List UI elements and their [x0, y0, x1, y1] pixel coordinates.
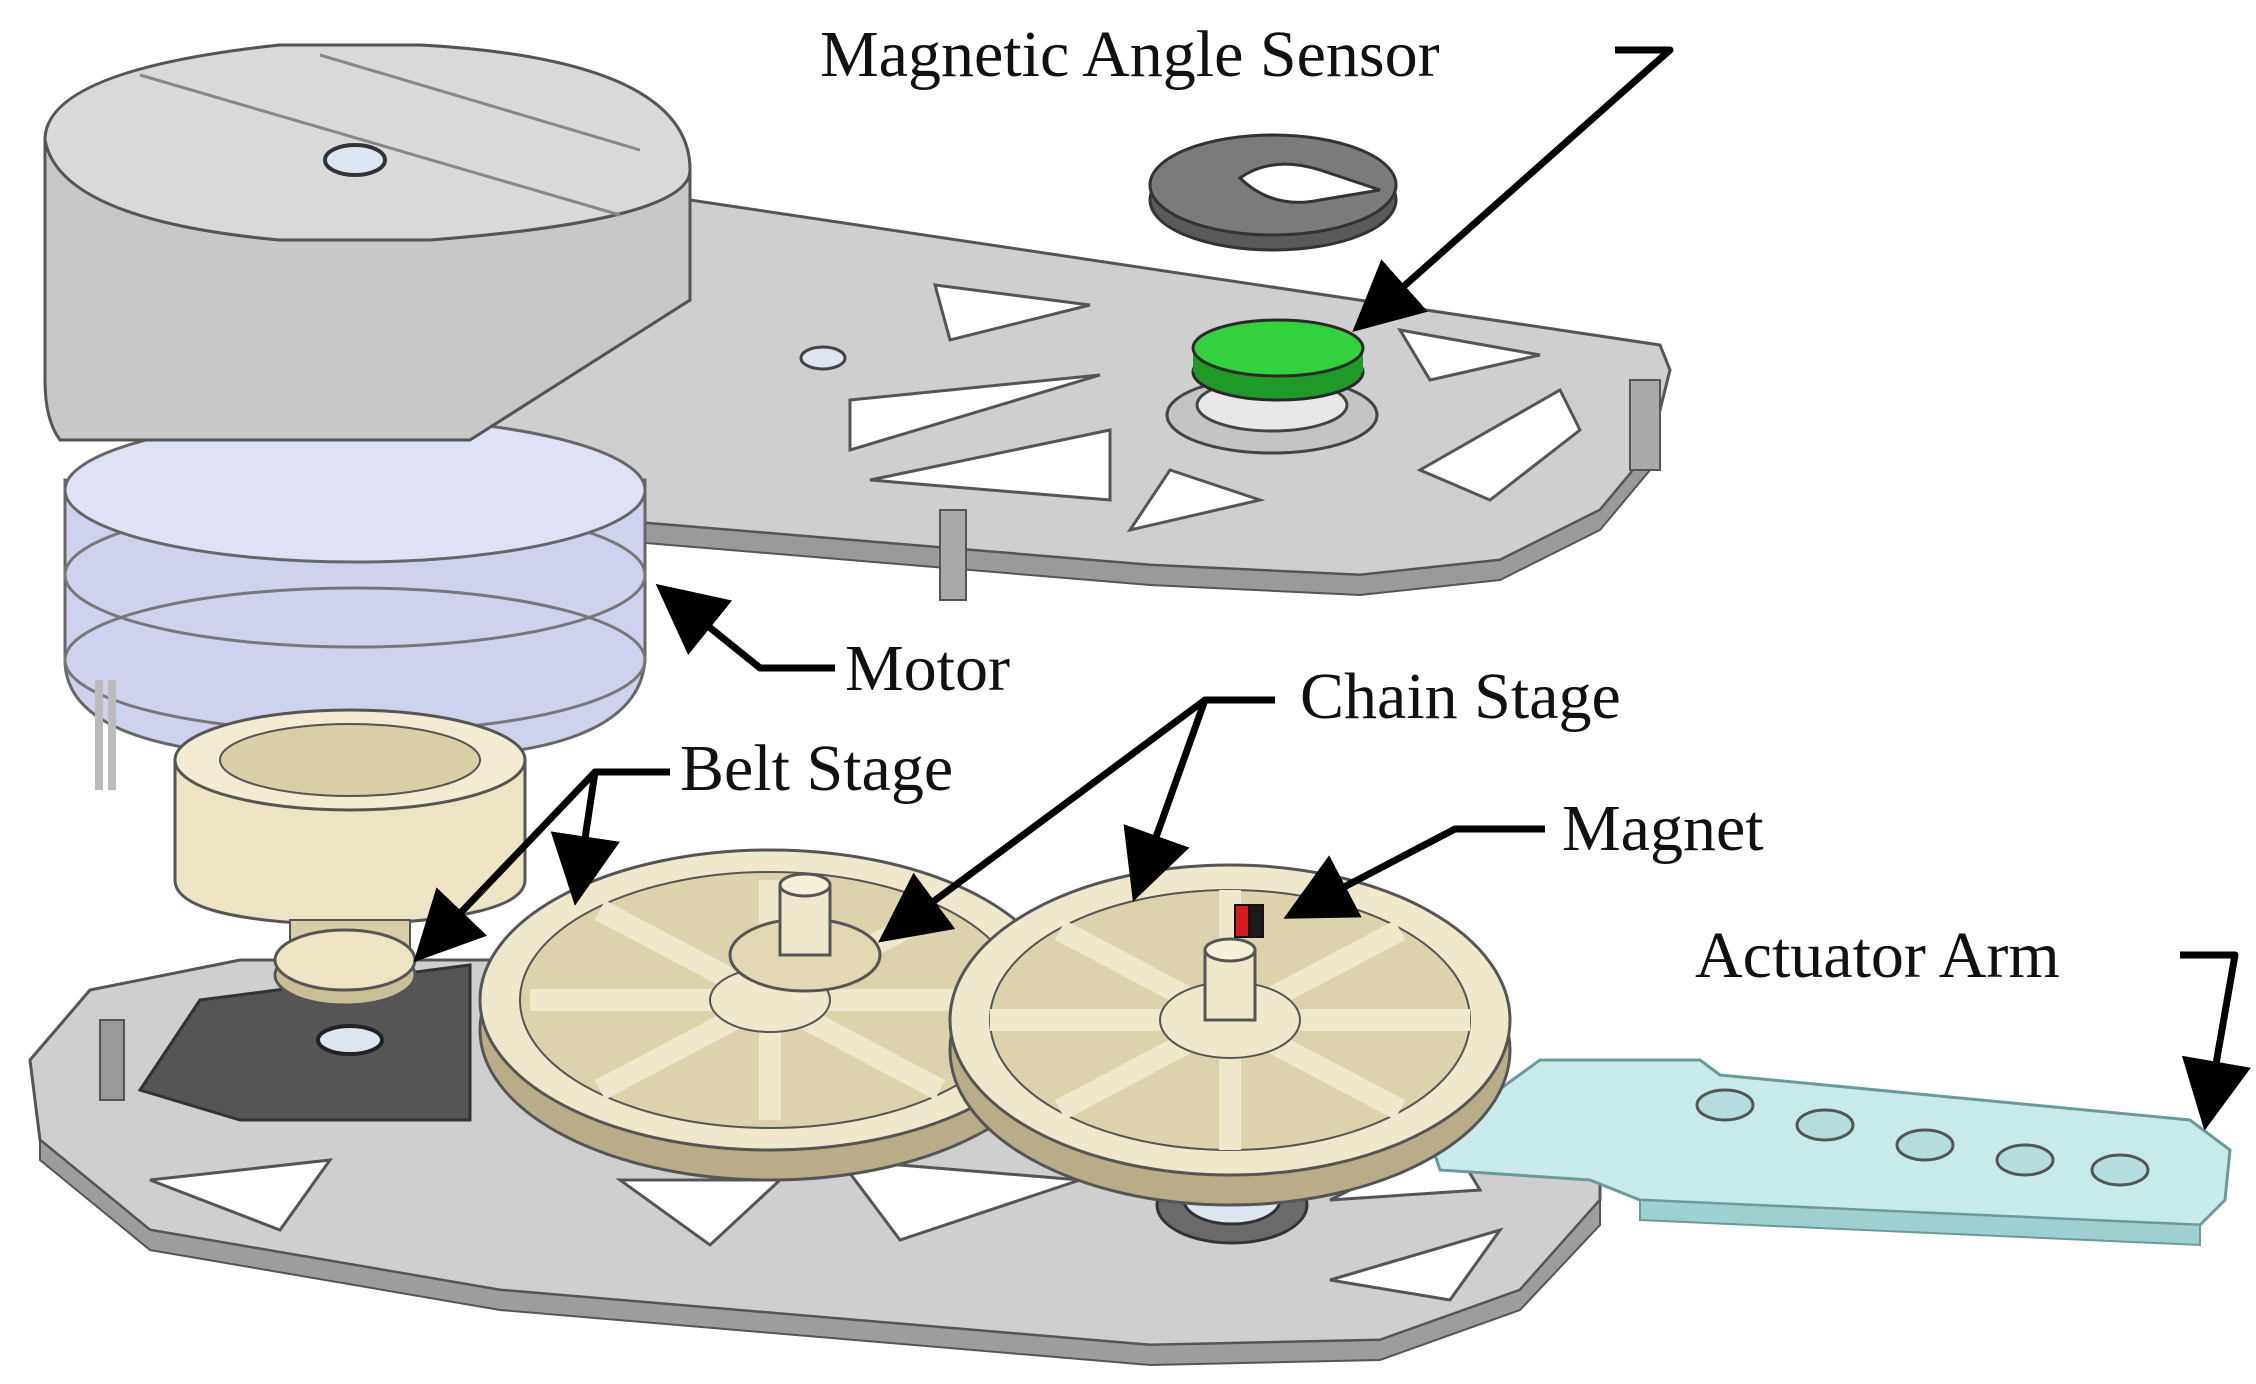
leader-magnetic-angle-sensor: [1352, 46, 1674, 332]
magnet: [1234, 904, 1264, 938]
magnetic-angle-sensor-disc: [1191, 318, 1365, 402]
label-motor: Motor: [845, 632, 1010, 705]
leader-magnet: [1283, 825, 1545, 919]
label-chain-stage: Chain Stage: [1300, 660, 1621, 733]
sensor-cover-ring: [1148, 133, 1398, 252]
leader-belt-stage: [413, 768, 670, 963]
leader-actuator-arm: [2180, 951, 2251, 1131]
label-magnet: Magnet: [1562, 792, 1764, 865]
upper-housing-plate: [428, 198, 1672, 601]
motor-pulley: [173, 708, 527, 966]
label-magnetic-angle-sensor: Magnetic Angle Sensor: [820, 18, 1440, 91]
leader-motor: [655, 583, 835, 672]
motor-stator: [63, 416, 647, 790]
actuator-arm: [1428, 1058, 2232, 1247]
chain-stage-small-sprocket: [728, 872, 882, 993]
chain-stage-large-sprocket: [948, 863, 1512, 1207]
label-actuator-arm: Actuator Arm: [1695, 919, 2060, 992]
motor-housing: [43, 43, 692, 442]
leader-chain-stage: [878, 696, 1275, 943]
label-belt-stage: Belt Stage: [680, 732, 953, 805]
belt-stage-small-pulley: [273, 928, 417, 1007]
